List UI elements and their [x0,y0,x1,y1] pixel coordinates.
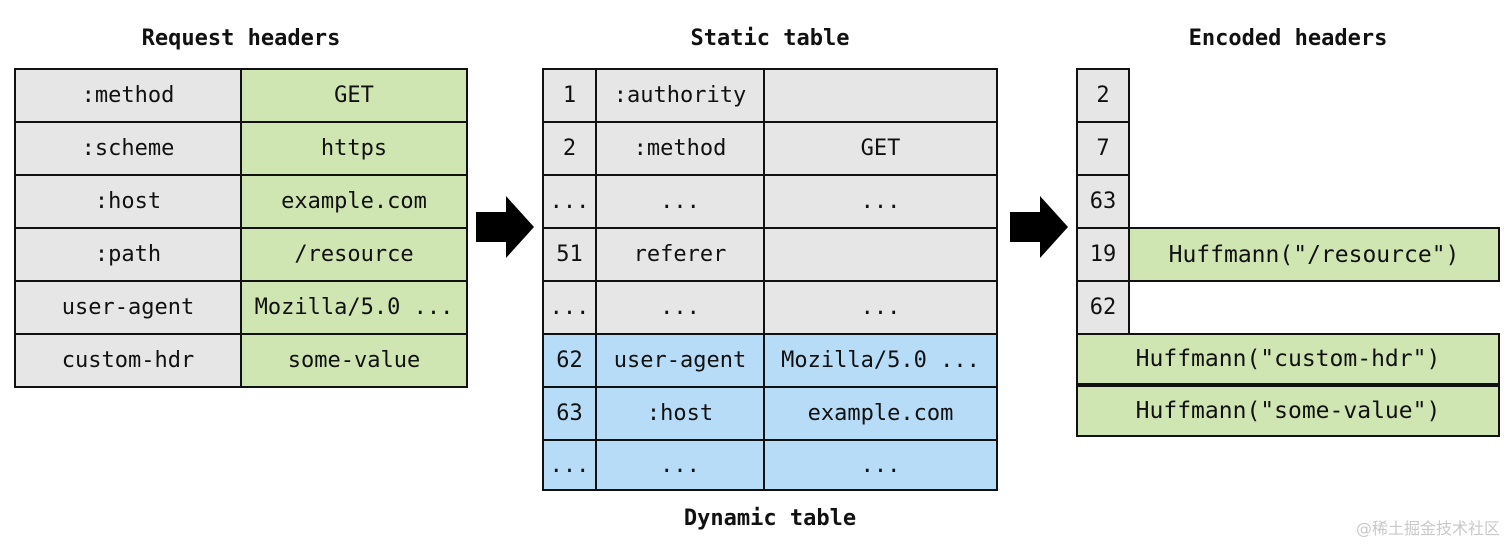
static-table-index: 1 [542,68,597,123]
request-header-value: /resource [240,227,468,282]
dynamic-table-value: ... [763,439,998,491]
static-table-name: ... [595,280,765,335]
static-table-name: referer [595,227,765,282]
dynamic-table-name: user-agent [595,333,765,388]
request-header-name: user-agent [14,280,242,335]
encoded-index: 62 [1076,280,1130,335]
dynamic-table-name: :host [595,386,765,441]
request-header-name: custom-hdr [14,333,242,388]
dynamic-table-title: Dynamic table [683,506,857,531]
dynamic-table-value: example.com [763,386,998,441]
static-table-value [763,68,998,123]
static-table-name: :method [595,121,765,176]
encoded-full-literal: Huffmann("some-value") [1076,385,1500,437]
encoded-index: 2 [1076,68,1130,123]
static-table-name: :authority [595,68,765,123]
static-table-value: GET [763,121,998,176]
static-table-index: 51 [542,227,597,282]
dynamic-table-index: 63 [542,386,597,441]
static-table-index: ... [542,280,597,335]
request-header-name: :scheme [14,121,242,176]
request-header-name: :method [14,68,242,123]
static-table-index: ... [542,174,597,229]
request-header-name: :path [14,227,242,282]
request-header-name: :host [14,174,242,229]
dynamic-table-index: 62 [542,333,597,388]
encoded-index: 19 [1076,227,1130,282]
request-header-value: https [240,121,468,176]
static-table-title: Static table [690,26,850,51]
request-header-value: Mozilla/5.0 ... [240,280,468,335]
dynamic-table-value: Mozilla/5.0 ... [763,333,998,388]
static-table-index: 2 [542,121,597,176]
static-table-value [763,227,998,282]
right-arrow-icon [476,196,534,258]
encoded-index: 7 [1076,121,1130,176]
request-header-value: example.com [240,174,468,229]
request-header-value: GET [240,68,468,123]
right-arrow-icon [1010,196,1068,258]
static-table-value: ... [763,280,998,335]
static-table-name: ... [595,174,765,229]
dynamic-table-index: ... [542,439,597,491]
encoded-index: 63 [1076,174,1130,229]
encoded-literal: Huffmann("/resource") [1128,227,1500,282]
static-table-value: ... [763,174,998,229]
encoded-headers-title: Encoded headers [1188,26,1388,51]
encoded-full-literal: Huffmann("custom-hdr") [1076,333,1500,385]
request-headers-title: Request headers [141,26,341,51]
request-header-value: some-value [240,333,468,388]
watermark: @稀土掘金技术社区 [1355,519,1500,538]
dynamic-table-name: ... [595,439,765,491]
